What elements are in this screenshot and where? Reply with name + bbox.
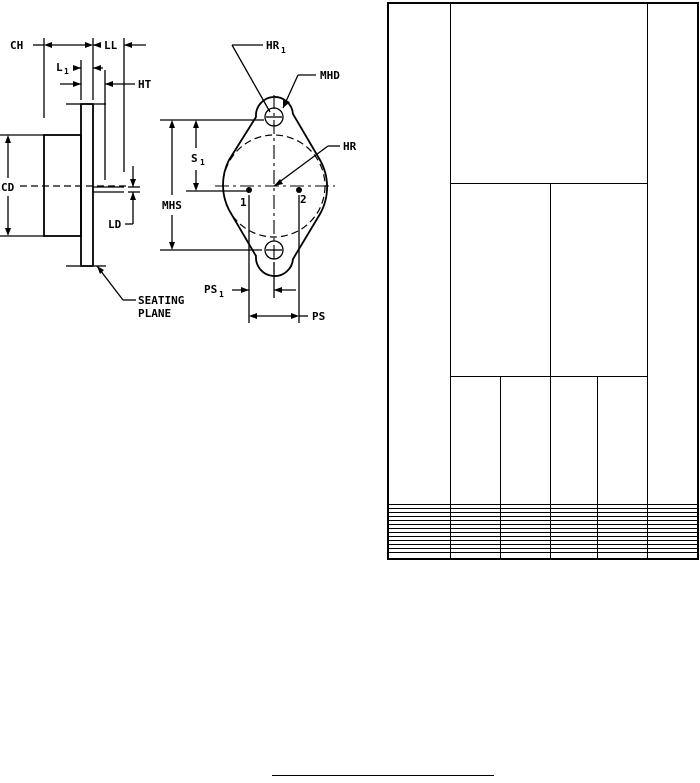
label-cd: CD bbox=[1, 181, 15, 194]
label-ps1: PS bbox=[204, 283, 217, 296]
side-view bbox=[0, 38, 146, 301]
table-header-cell bbox=[450, 2, 648, 185]
label-ch: CH bbox=[10, 39, 23, 52]
table-header-cell bbox=[450, 375, 501, 506]
table-cell bbox=[499, 552, 552, 560]
table-header-cell bbox=[646, 2, 699, 506]
label-hr1: HR bbox=[266, 39, 280, 52]
label-l1-sub: 1 bbox=[64, 67, 69, 76]
label-s1: S bbox=[191, 152, 198, 165]
label-mhs: MHS bbox=[162, 199, 182, 212]
table-header-cell bbox=[550, 183, 648, 377]
table-header-cell bbox=[387, 2, 452, 506]
pin-1-dot bbox=[246, 187, 252, 193]
label-pin-1: 1 bbox=[240, 196, 247, 209]
table-header-cell bbox=[450, 183, 552, 377]
label-ht: HT bbox=[138, 78, 152, 91]
table-cell bbox=[387, 552, 452, 560]
footer-rule bbox=[272, 775, 494, 776]
label-ps: PS bbox=[312, 310, 325, 323]
flange bbox=[80, 103, 94, 267]
label-pin-2: 2 bbox=[300, 193, 307, 206]
table-header-cell bbox=[597, 375, 648, 506]
table-header-cell bbox=[550, 375, 599, 506]
pin-2-dot bbox=[296, 187, 302, 193]
table-row bbox=[387, 552, 699, 560]
top-view bbox=[160, 44, 340, 323]
label-mhd: MHD bbox=[320, 69, 340, 82]
label-seating: SEATING bbox=[138, 294, 185, 307]
label-ld: LD bbox=[108, 218, 122, 231]
table-cell bbox=[550, 552, 599, 560]
label-ll: LL bbox=[104, 39, 118, 52]
table-cell bbox=[597, 552, 648, 560]
dimension-table bbox=[387, 2, 699, 560]
label-plane: PLANE bbox=[138, 307, 171, 320]
table-header-cell bbox=[499, 375, 552, 506]
label-l1: L bbox=[56, 61, 63, 74]
label-hr: HR bbox=[343, 140, 357, 153]
label-s1-sub: 1 bbox=[200, 158, 205, 167]
table-body bbox=[387, 504, 699, 560]
label-ps1-sub: 1 bbox=[219, 290, 224, 299]
label-hr1-sub: 1 bbox=[281, 46, 286, 55]
table-cell bbox=[450, 552, 501, 560]
table-cell bbox=[646, 552, 699, 560]
package-outline-drawing: CH LL L 1 HT CD LD SEATING PLANE HR 1 MH… bbox=[0, 38, 357, 323]
